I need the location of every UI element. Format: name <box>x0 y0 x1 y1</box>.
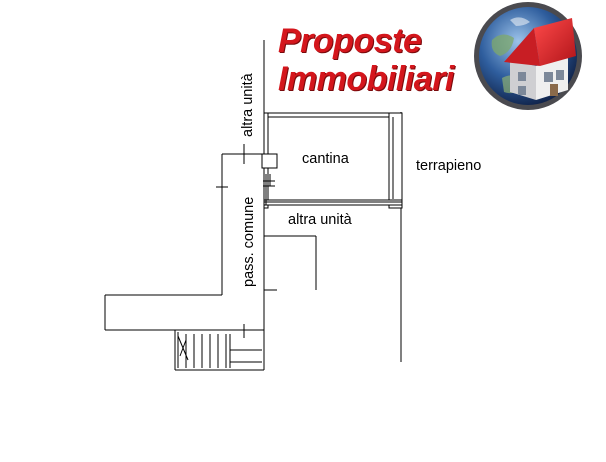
cellar-wall-top <box>263 112 403 118</box>
staircase <box>174 330 264 371</box>
neighbor-label-top: altra unità <box>240 72 256 137</box>
brand-line-1: Proposte <box>278 22 422 60</box>
brand-title: Proposte Immobiliari <box>278 22 454 98</box>
brand-line-2: Immobiliari <box>278 60 454 98</box>
neighbor-label-bottom: altra unità <box>288 212 353 228</box>
room-label-cellar: cantina <box>302 151 350 167</box>
house-globe-logo <box>474 2 582 110</box>
cellar-door <box>261 153 278 169</box>
embankment-label: terrapieno <box>416 158 481 174</box>
passage-label: pass. comune <box>241 197 257 287</box>
cellar-wall-right <box>388 112 403 209</box>
